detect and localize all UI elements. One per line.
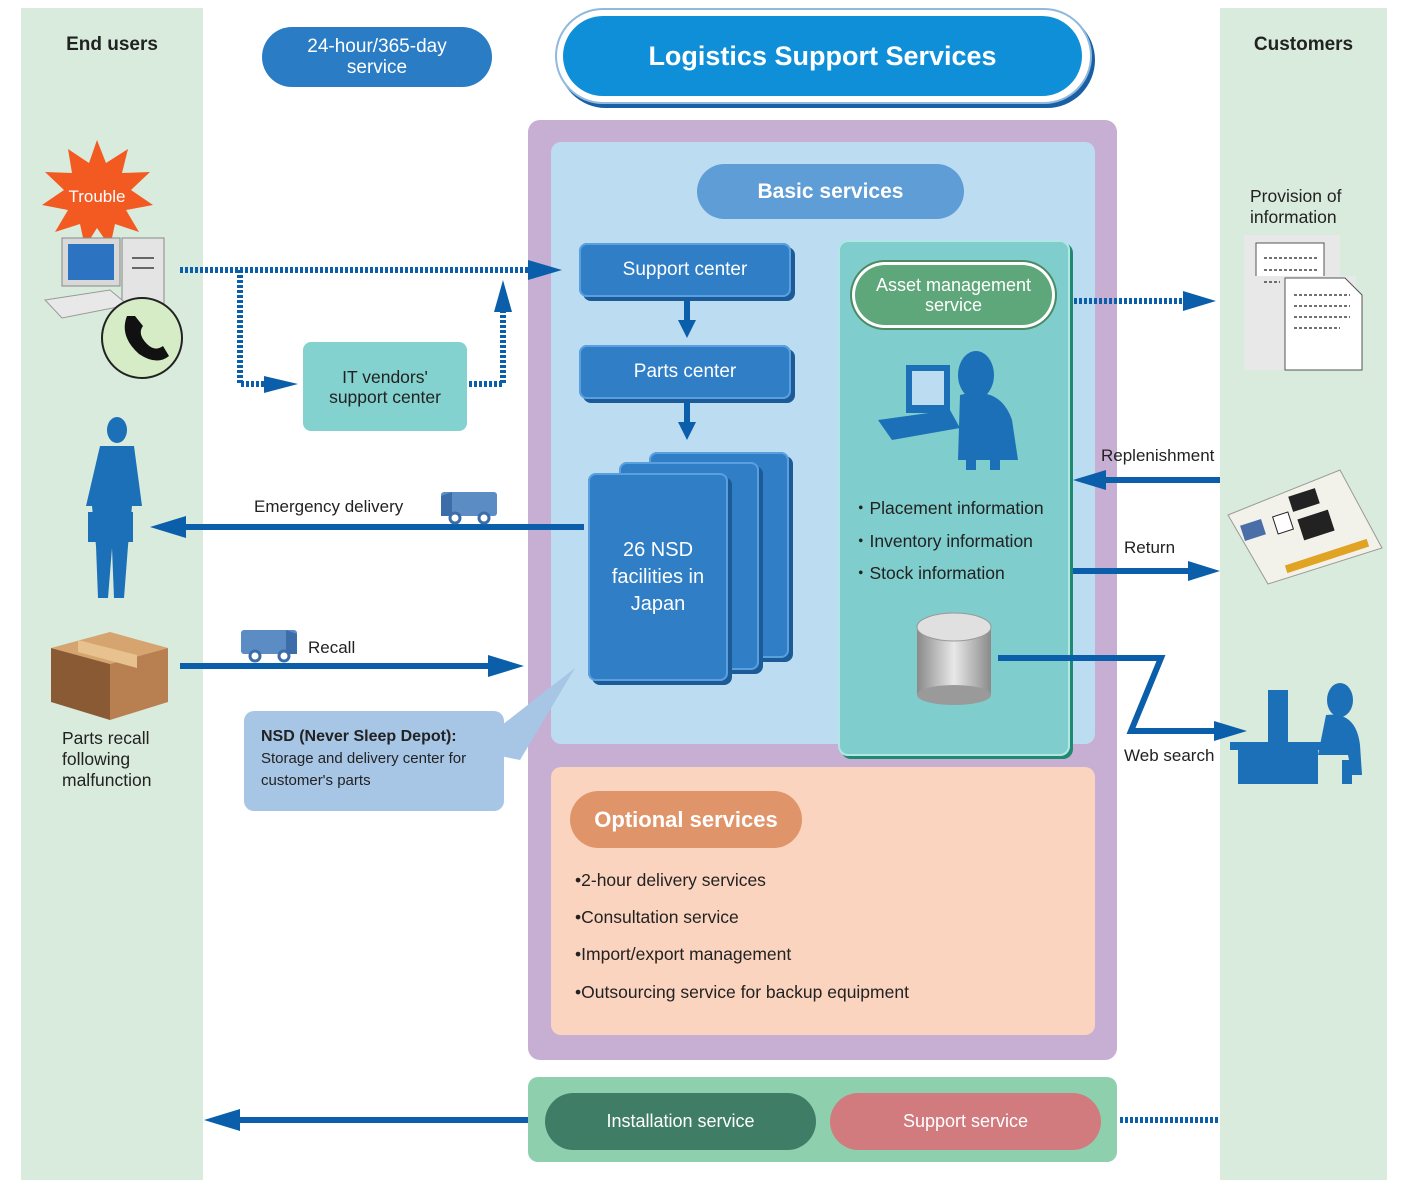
facilities-box: 26 NSD facilities in Japan — [588, 473, 728, 681]
provision-label: Provision of information — [1250, 186, 1342, 227]
asset-item-placement: ・Placement information — [852, 498, 1044, 518]
optional-services-title: Optional services — [570, 791, 802, 848]
optional-item-label: Consultation service — [581, 907, 739, 927]
main-title-inner: Logistics Support Services — [563, 16, 1082, 96]
support-service-label: Support service — [902, 1111, 1029, 1131]
asset-item-label: Stock information — [869, 563, 1005, 583]
arrowhead-recall — [488, 655, 524, 677]
return-label: Return — [1124, 538, 1176, 557]
optional-item-label: Import/export management — [581, 944, 792, 964]
customers-heading: Customers — [1253, 34, 1354, 55]
asset-item-inventory: ・Inventory information — [852, 531, 1033, 551]
optional-item: •Consultation service — [575, 907, 739, 927]
hours-badge-label: 24-hour/365-day service — [307, 36, 447, 78]
end-users-heading: End users — [66, 34, 158, 55]
optional-item: •Import/export management — [575, 944, 792, 964]
truck-icon — [441, 492, 497, 525]
asset-management-label: Asset management service — [875, 275, 1032, 315]
arrowhead-vendor-up — [494, 280, 512, 312]
optional-item: •2-hour delivery services — [575, 870, 766, 890]
arrowhead-return — [1188, 561, 1220, 581]
basic-services-title: Basic services — [697, 164, 964, 219]
truck-icon — [241, 630, 297, 663]
arrowhead-installation — [204, 1109, 240, 1131]
replenishment-label: Replenishment — [1101, 446, 1215, 465]
asset-item-label: Placement information — [869, 498, 1044, 518]
optional-item-label: Outsourcing service for backup equipment — [581, 982, 909, 1002]
parts-center-label: Parts center — [633, 361, 737, 382]
asset-management-title: Asset management service — [855, 265, 1052, 325]
recall-label: Recall — [308, 638, 356, 657]
support-center-box: Support center — [579, 243, 791, 297]
parts-center-box: Parts center — [579, 345, 791, 399]
basic-services-label: Basic services — [757, 179, 904, 203]
support-center-label: Support center — [622, 259, 748, 280]
main-title-label: Logistics Support Services — [648, 40, 997, 71]
arrowhead-vendor-in — [264, 376, 298, 393]
facilities-label: 26 NSD facilities in Japan — [611, 538, 705, 615]
installation-service-label: Installation service — [606, 1111, 755, 1131]
optional-item-label: 2-hour delivery services — [581, 870, 766, 890]
it-vendors-label: IT vendors' support center — [329, 366, 441, 407]
nsd-callout-description: Storage and delivery center for customer… — [261, 750, 467, 789]
nsd-callout-title: NSD (Never Sleep Depot): — [261, 728, 457, 745]
asset-item-label: Inventory information — [869, 531, 1033, 551]
emergency-delivery-label: Emergency delivery — [254, 497, 404, 516]
support-service: Support service — [830, 1093, 1101, 1150]
parts-recall-label: Parts recall following malfunction — [62, 728, 152, 790]
customers-column — [1220, 8, 1387, 1180]
asset-item-stock: ・Stock information — [852, 563, 1005, 583]
trouble-label: Trouble — [68, 187, 126, 206]
end-users-column — [21, 8, 203, 1180]
web-search-label: Web search — [1124, 746, 1215, 765]
nsd-callout: NSD (Never Sleep Depot): Storage and del… — [244, 711, 504, 811]
optional-services-label: Optional services — [594, 806, 778, 832]
installation-service: Installation service — [545, 1093, 816, 1150]
it-vendors-box: IT vendors' support center — [303, 342, 467, 431]
arrowhead-provision — [1183, 291, 1216, 311]
hours-badge: 24-hour/365-day service — [262, 27, 492, 87]
optional-item: •Outsourcing service for backup equipmen… — [575, 982, 909, 1002]
